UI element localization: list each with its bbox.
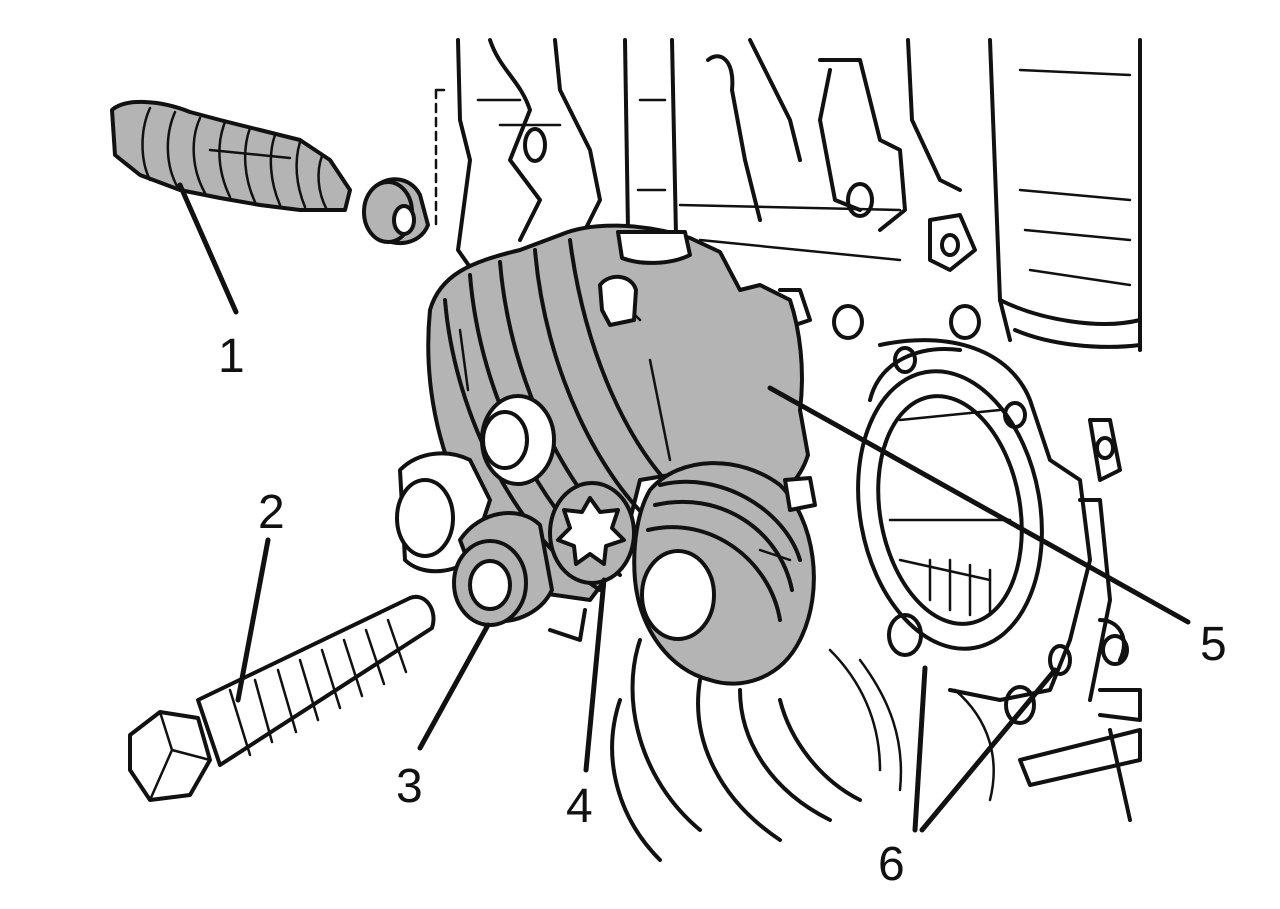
leader-line-2 — [235, 537, 271, 703]
callout-6: 6 — [878, 838, 905, 891]
bolt-part-2 — [128, 594, 436, 802]
engine-block-background — [434, 38, 1142, 862]
idler-boss — [480, 394, 556, 486]
rubber-boot-part-1 — [110, 100, 352, 212]
callout-1: 1 — [218, 330, 245, 383]
callout-2: 2 — [258, 486, 285, 539]
leader-line-5 — [767, 385, 1191, 625]
callout-4: 4 — [566, 780, 593, 833]
leader-line-6b — [919, 667, 1058, 833]
tensioner-pulley — [632, 461, 817, 686]
leader-line-6a — [912, 665, 928, 833]
leader-lines — [177, 182, 1191, 833]
seal-ring-part-1 — [362, 177, 430, 245]
callout-5: 5 — [1200, 618, 1227, 671]
callout-3: 3 — [396, 760, 423, 813]
spacer-part-3 — [452, 511, 554, 627]
leader-line-1 — [177, 182, 239, 315]
callouts: 1 2 3 4 5 6 — [218, 330, 1227, 891]
leader-line-4 — [583, 577, 607, 773]
leader-line-3 — [417, 622, 491, 751]
star-washer-part-4 — [548, 481, 636, 585]
